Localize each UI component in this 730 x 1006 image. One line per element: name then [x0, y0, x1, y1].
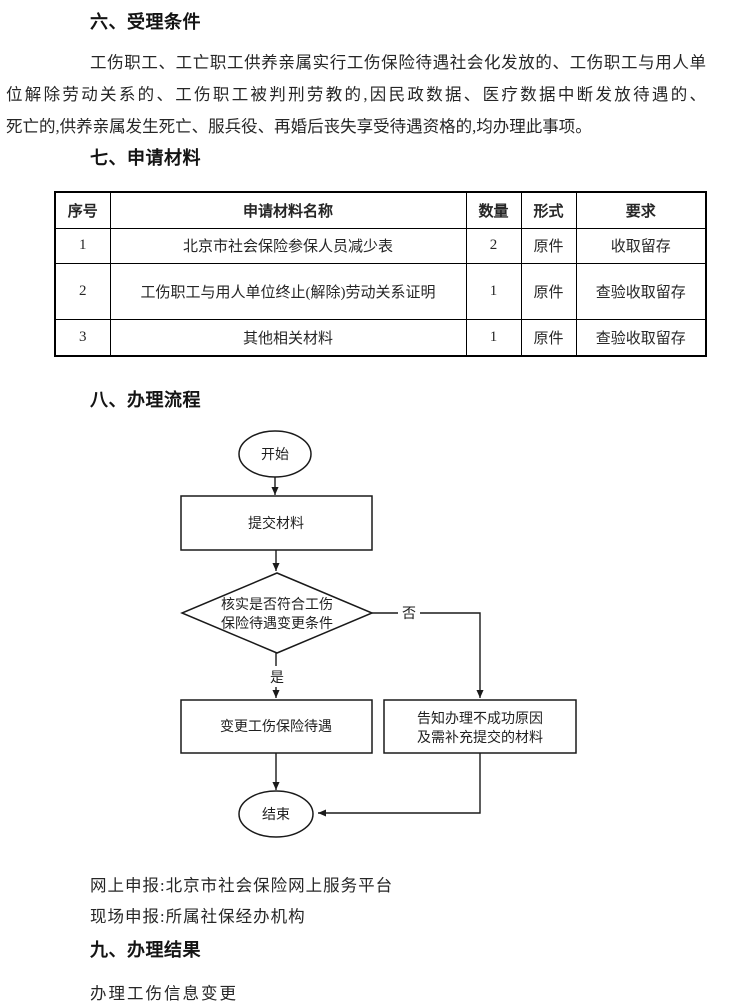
flow-start-node — [238, 430, 312, 478]
section6-heading: 六、受理条件 — [90, 12, 201, 32]
cell-form: 原件 — [520, 318, 577, 357]
flow-fail-label-line1: 告知办理不成功原因 — [417, 710, 543, 727]
cell-material-name: 工伤职工与用人单位终止(解除)劳动关系证明 — [109, 262, 467, 320]
cell-requirement: 查验收取留存 — [575, 318, 707, 357]
flow-no-label-bg — [398, 602, 420, 623]
cell-requirement: 查验收取留存 — [575, 262, 707, 320]
flow-decision-node — [180, 572, 374, 654]
table-row: 3 其他相关材料 1 原件 查验收取留存 — [54, 318, 707, 357]
section9-heading: 九、办理结果 — [90, 940, 201, 960]
col-header-material-name: 申请材料名称 — [109, 191, 467, 229]
cell-quantity: 1 — [465, 318, 522, 357]
col-header-requirement: 要求 — [575, 191, 707, 229]
paragraph-line: 工伤职工、工亡职工供养亲属实行工伤保险待遇社会化发放的、工伤职工与用人单 — [90, 53, 706, 72]
process-flowchart: 开始 提交材料 核实是否符合工伤 保险待遇变更条件 否 是 变更工伤保险待遇 告… — [180, 430, 577, 838]
paragraph-line: 死亡的,供养亲属发生死亡、服兵役、再婚后丧失享受待遇资格的,均办理此事项。 — [6, 117, 592, 136]
cell-form: 原件 — [520, 227, 577, 264]
flow-submit-label: 提交材料 — [248, 515, 304, 532]
table-header-row: 序号 申请材料名称 数量 形式 要求 — [54, 191, 707, 229]
cell-index: 2 — [54, 262, 111, 320]
onsite-declaration-line: 现场申报:所属社保经办机构 — [90, 907, 306, 926]
table-row: 1 北京市社会保险参保人员减少表 2 原件 收取留存 — [54, 227, 707, 264]
processing-result-line: 办理工伤信息变更 — [90, 984, 238, 1003]
flow-end-node — [238, 790, 314, 838]
section7-heading: 七、申请材料 — [90, 148, 201, 168]
flow-start-label: 开始 — [261, 447, 289, 463]
acceptance-conditions-paragraph: 工伤职工、工亡职工供养亲属实行工伤保险待遇社会化发放的、工伤职工与用人单 位解除… — [6, 47, 706, 143]
flow-fail-node — [383, 699, 577, 754]
flow-yes-label: 是 — [270, 671, 284, 686]
online-declaration-line: 网上申报:北京市社会保险网上服务平台 — [90, 876, 394, 895]
flow-arrow-fail-to-end — [318, 753, 481, 817]
cell-material-name: 其他相关材料 — [109, 318, 467, 357]
flow-fail-label-line2: 及需补充提交的材料 — [417, 729, 543, 746]
flow-no-label: 否 — [402, 607, 416, 622]
flow-end-label: 结束 — [262, 807, 290, 823]
cell-index: 1 — [54, 227, 111, 264]
paragraph-line: 位解除劳动关系的、工伤职工被判刑劳教的,因民政数据、医疗数据中断发放待遇的、 — [6, 85, 706, 104]
cell-quantity: 1 — [465, 262, 522, 320]
col-header-index: 序号 — [54, 191, 111, 229]
cell-requirement: 收取留存 — [575, 227, 707, 264]
cell-index: 3 — [54, 318, 111, 357]
table-row: 2 工伤职工与用人单位终止(解除)劳动关系证明 1 原件 查验收取留存 — [54, 262, 707, 320]
cell-form: 原件 — [520, 262, 577, 320]
flow-decision-label-line2: 保险待遇变更条件 — [221, 615, 333, 632]
application-materials-table: 序号 申请材料名称 数量 形式 要求 1 北京市社会保险参保人员减少表 2 原件… — [54, 191, 707, 357]
cell-quantity: 2 — [465, 227, 522, 264]
flow-arrow-no-branch — [372, 612, 484, 698]
flow-submit-node — [180, 495, 373, 551]
col-header-form: 形式 — [520, 191, 577, 229]
flow-success-node — [180, 699, 373, 754]
section8-heading: 八、办理流程 — [90, 390, 201, 410]
flow-yes-label-bg — [266, 666, 288, 687]
flow-success-label: 变更工伤保险待遇 — [220, 719, 332, 735]
cell-material-name: 北京市社会保险参保人员减少表 — [109, 227, 467, 264]
col-header-quantity: 数量 — [465, 191, 522, 229]
flow-decision-label-line1: 核实是否符合工伤 — [221, 597, 333, 613]
